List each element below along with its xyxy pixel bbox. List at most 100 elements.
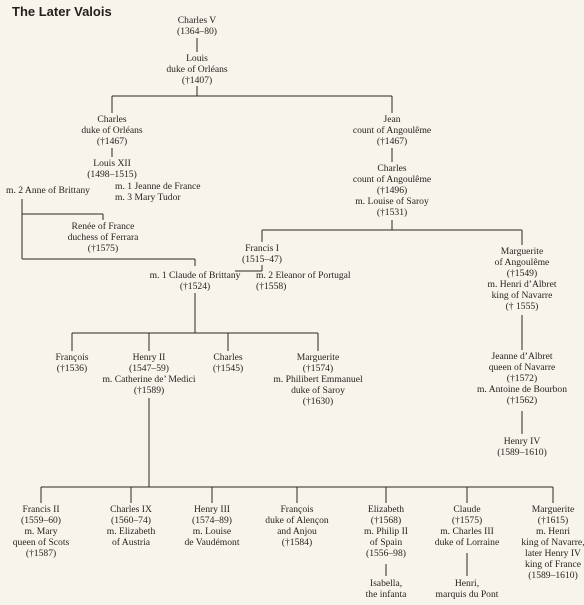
node-text-line: (1589–1610) — [497, 447, 547, 458]
node-text-line: Charles V — [177, 15, 217, 26]
node-text-line: count of Angoulême — [352, 174, 432, 185]
person-louis-xii: Louis XII(1498–1515) — [87, 158, 137, 180]
node-text-line: (†1524) — [179, 281, 211, 292]
node-text-line: (†1496) — [376, 185, 408, 196]
person-charles-v: Charles V(1364–80) — [177, 15, 217, 37]
node-text-line: Charles — [213, 352, 243, 363]
node-text-line: (1556–98) — [366, 548, 406, 559]
person-charles-1545: Charles(†1545) — [213, 352, 243, 374]
node-text-line: duke of Orléans — [166, 64, 228, 75]
node-text-line: Marguerite — [500, 246, 544, 257]
node-text-line: (1498–1515) — [87, 169, 137, 180]
node-text-line: (1547–59) — [129, 363, 169, 374]
node-text-line: Marguerite — [531, 504, 575, 515]
node-text-line: duke of Saroy — [291, 385, 345, 396]
node-text-line: duke of Orléans — [81, 125, 143, 136]
node-text-line: duke of Alençon — [265, 515, 329, 526]
node-text-line: (†1549) — [506, 268, 538, 279]
node-text-line: (†1572) — [506, 373, 538, 384]
node-text-line: Claude — [453, 504, 481, 515]
node-text-line: m. 1 Claude of Brittany — [149, 270, 241, 281]
node-text-line: m. Charles III — [440, 526, 494, 537]
person-henry-ii: Henry II(1547–59)m. Catherine de’ Medici… — [102, 352, 195, 396]
person-henry-iv: Henry IV(1589–1610) — [497, 436, 547, 458]
node-text-line: (†1407) — [181, 75, 213, 86]
node-text-line: Henry IV — [503, 436, 541, 447]
node-text-line: (†1568) — [370, 515, 402, 526]
node-text-line: (†1587) — [25, 548, 57, 559]
node-text-line: (†1575) — [87, 243, 119, 254]
node-text-line: m. Philibert Emmanuel — [273, 374, 363, 385]
node-text-line: queen of Scots — [12, 537, 70, 548]
node-text-line: of Austria — [111, 537, 151, 548]
node-text-line: m. Catherine de’ Medici — [102, 374, 196, 385]
node-text-line: Charles — [377, 163, 407, 174]
node-text-line: of Angoulême — [494, 257, 550, 268]
node-text-line: duchess of Ferrara — [67, 232, 139, 243]
node-text-line: m. 3 Mary Tudor — [115, 192, 181, 203]
node-text-line: of Spain — [369, 537, 403, 548]
node-text-line: Charles — [97, 114, 127, 125]
node-text-line: Renée of France — [71, 221, 135, 232]
node-text-line: (1364–80) — [177, 26, 217, 37]
node-text-line: (1589–1610) — [528, 570, 578, 581]
person-francis-i: Francis I(1515–47) — [242, 243, 282, 265]
node-text-line: Elizabeth — [367, 504, 405, 515]
node-text-line: (1560–74) — [111, 515, 151, 526]
diagram-title: The Later Valois — [12, 4, 112, 19]
node-text-line: Henry II — [132, 352, 166, 363]
node-text-line: m. 1 Jeanne de France — [115, 181, 201, 192]
node-text-line: the infanta — [365, 589, 407, 600]
node-text-line: count of Angoulême — [352, 125, 432, 136]
node-text-line: marquis du Pont — [435, 589, 499, 600]
person-henri-marquis-du-pont: Henri,marquis du Pont — [436, 578, 499, 600]
node-text-line: (†1545) — [212, 363, 244, 374]
node-text-line: Henry III — [194, 504, 230, 515]
node-text-line: Francis II — [22, 504, 60, 515]
node-text-line: Isabella, — [369, 578, 403, 589]
node-text-line: later Henry IV — [525, 548, 581, 559]
node-text-line: m. Elizabeth — [106, 526, 156, 537]
node-text-line: Louis XII — [93, 158, 131, 169]
marriage-francis-i-2: m. 2 Eleanor of Portugal(†1558) — [256, 270, 351, 292]
node-text-line: king of Navarre — [491, 290, 553, 301]
node-text-line: queen of Navarre — [488, 362, 556, 373]
node-text-line: Charles IX — [110, 504, 152, 515]
node-text-line: Louis — [186, 53, 208, 64]
node-text-line: m. Louise of Saroy — [355, 196, 429, 207]
node-text-line: m. Mary — [24, 526, 58, 537]
node-text-line: Jean — [383, 114, 401, 125]
node-text-line: (1559–60) — [21, 515, 61, 526]
node-text-line: m. Antoine de Bourbon — [476, 384, 568, 395]
node-text-line: (†1467) — [96, 136, 128, 147]
node-text-line: Marguerite — [296, 352, 340, 363]
node-text-line: Henri, — [454, 578, 480, 589]
node-text-line: m. 2 Eleanor of Portugal — [256, 270, 351, 281]
person-isabella: Isabella,the infanta — [366, 578, 407, 600]
node-text-line: king of France — [525, 559, 581, 570]
node-text-line: (†1574) — [302, 363, 334, 374]
node-text-line: (†1575) — [451, 515, 483, 526]
node-text-line: m. 2 Anne of Brittany — [6, 185, 90, 196]
node-text-line: (†1467) — [376, 136, 408, 147]
node-text-line: (†1615) — [537, 515, 569, 526]
node-text-line: m. Louise — [192, 526, 232, 537]
node-text-line: (†1630) — [302, 396, 334, 407]
node-text-line: († 1555) — [505, 301, 539, 312]
node-text-line: king of Navarre, — [521, 537, 584, 548]
node-text-line: (†1558) — [256, 281, 287, 292]
